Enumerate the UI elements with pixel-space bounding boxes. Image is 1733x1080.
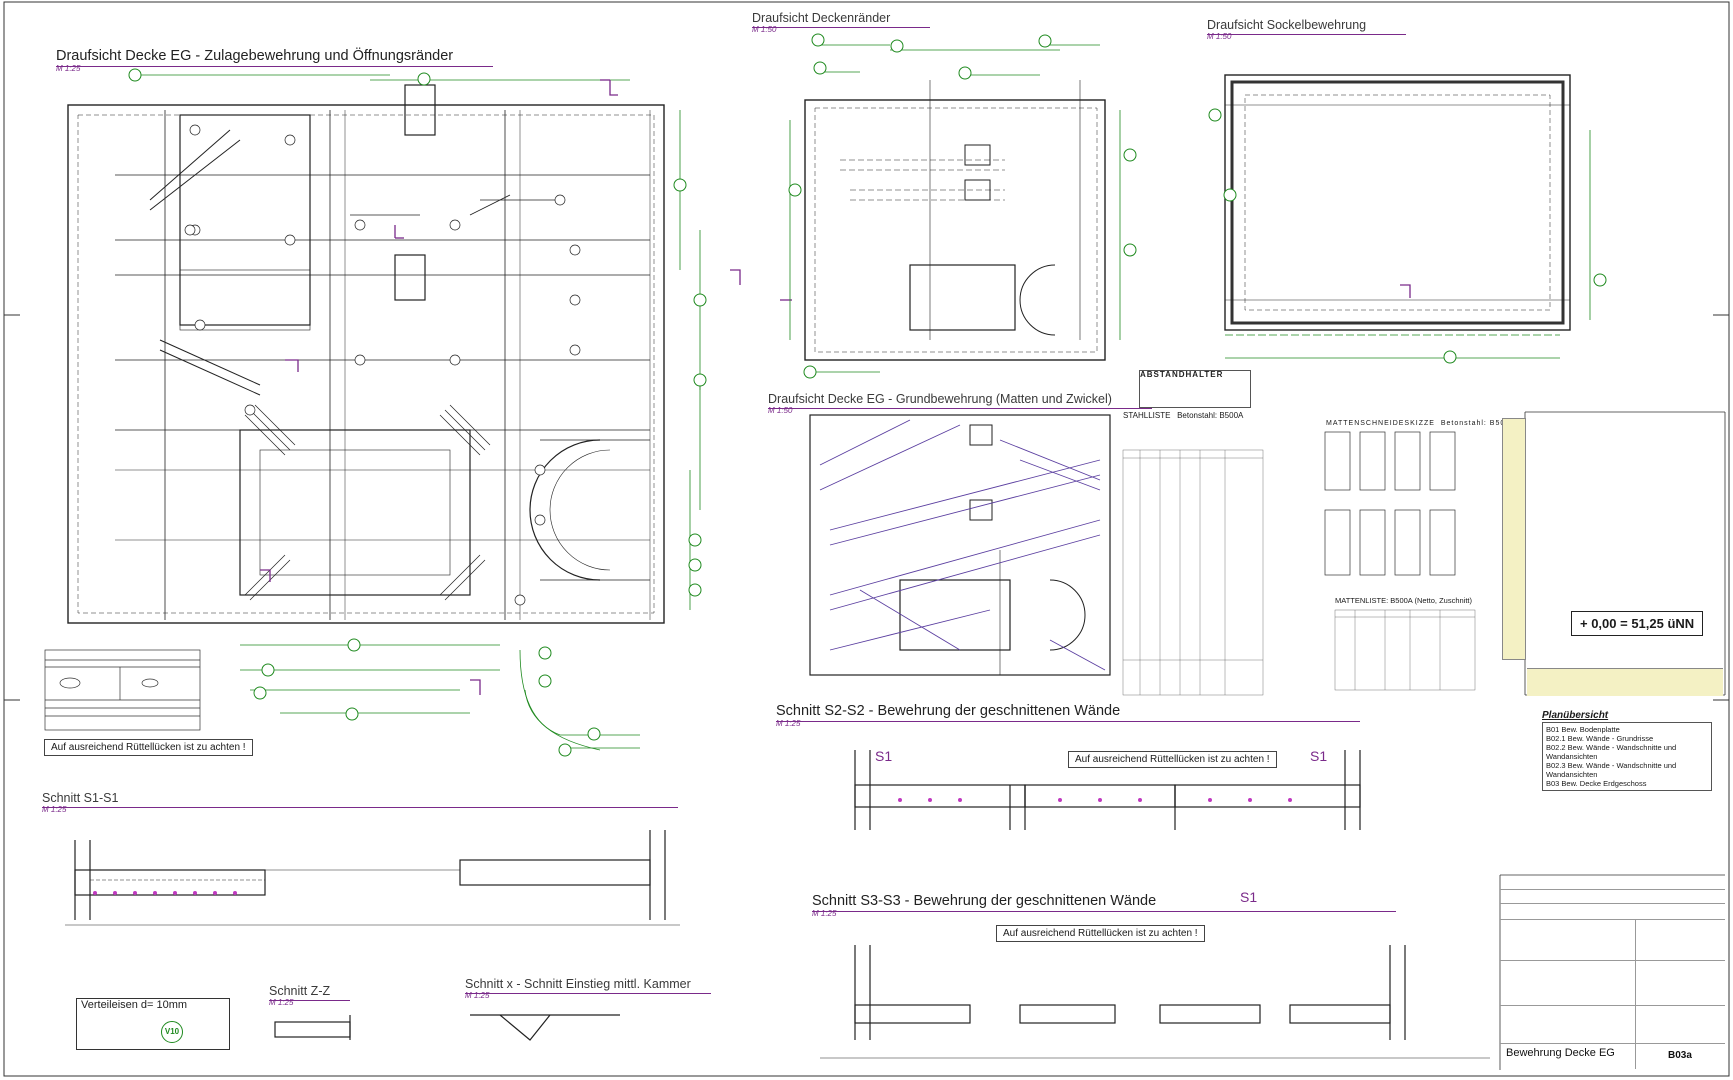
scale-grund: M 1:50 [768,406,793,415]
zulage-dimensions [130,74,701,751]
matten-header: MATTENSCHNEIDESKIZZE Betonstahl: B500A [1326,420,1516,427]
abstandhalter-box: ABSTANDHALTER [1139,370,1251,408]
plan-item: B02.3 Bew. Wände - Wandschnitte und Wand… [1546,761,1677,779]
note-ruettel-1: Auf ausreichend Rüttellücken ist zu acht… [44,739,253,756]
plan-overview-title: Planübersicht [1542,710,1609,721]
drawing-number: B03a [1668,1050,1692,1061]
plan-item: B01 Bew. Bodenplatte [1546,725,1620,734]
section-zz [274,1015,351,1040]
title-zz: Schnitt Z-Z [269,984,351,1001]
verteil-label: Verteileisen d= 10mm [81,999,188,1011]
yellow-note-band [1502,418,1526,660]
yellow-footer [1527,668,1723,696]
zulage-plan [67,84,665,624]
plan-item: B02.2 Bew. Wände - Wandschnitte und Wand… [1546,743,1677,761]
v10-badge: V10 [161,1021,183,1043]
matten-skizze [1324,431,1456,576]
stahlliste-header: STAHLLISTE Betonstahl: B500A [1123,411,1243,420]
scale-deckenraender: M 1:50 [752,25,777,34]
sockel-plan [1224,74,1571,331]
scale-zz: M 1:25 [269,998,294,1007]
section-s1 [65,830,680,926]
drawing-title: Bewehrung Decke EG [1506,1047,1615,1059]
section-s2 [854,750,1361,830]
abstandhalter-title: ABSTANDHALTER [1140,370,1224,379]
section-s3 [820,945,1490,1059]
section-marker-s1-b: S1 [875,748,893,764]
scale-s1: M 1:25 [42,805,67,814]
elevation-stamp: + 0,00 = 51,25 üNN [1571,611,1704,636]
title-sockel: Draufsicht Sockelbewehrung [1207,18,1407,35]
scale-s2: M 1:25 [776,719,801,728]
scale-x: M 1:25 [465,991,490,1000]
deckenraender-plan [804,80,1106,361]
biege-table [44,649,201,731]
scale-zulage: M 1:25 [56,64,81,73]
title-s3: Schnitt S3-S3 - Bewehrung der geschnitte… [812,893,1397,912]
title-s1: Schnitt S1-S1 [42,791,679,808]
note-ruettel-2: Auf ausreichend Rüttellücken ist zu acht… [1068,751,1277,768]
scale-sockel: M 1:50 [1207,32,1232,41]
mattenliste-grid [1334,609,1476,691]
stahlliste-material: Betonstahl: B500A [1177,411,1244,420]
scale-s3: M 1:25 [812,909,837,918]
title-x: Schnitt x - Schnitt Einstieg mittl. Kamm… [465,977,711,994]
matten-title: MATTENSCHNEIDESKIZZE [1326,420,1435,427]
mattenliste-header: MATTENLISTE: B500A (Netto, Zuschnitt) [1335,596,1472,605]
plan-item: B02.1 Bew. Wände - Grundrisse [1546,734,1654,743]
verteil-box: Verteileisen d= 10mm V10 [76,998,230,1050]
section-marker-s1-c: S1 [1310,748,1328,764]
stahlliste-title: STAHLLISTE [1123,411,1171,420]
title-zulage: Draufsicht Decke EG - Zulagebewehrung un… [56,48,494,67]
title-deckenraender: Draufsicht Deckenränder [752,11,931,28]
matten-material: Betonstahl: B500A [1440,420,1516,427]
section-marker-s1: S1 [1240,889,1258,905]
stahlliste-grid [1122,449,1264,696]
title-block: Bewehrung Decke EG B03a [1500,875,1725,1070]
grund-plan [809,414,1111,676]
title-s2: Schnitt S2-S2 - Bewehrung der geschnitte… [776,703,1361,722]
title-grund: Draufsicht Decke EG - Grundbewehrung (Ma… [768,392,1152,409]
note-ruettel-3: Auf ausreichend Rüttellücken ist zu acht… [996,925,1205,942]
plan-overview: Planübersicht B01 Bew. Bodenplatte B02.1… [1542,711,1712,791]
section-x [470,1014,620,1041]
plan-item: B03 Bew. Decke Erdgeschoss [1546,779,1647,788]
